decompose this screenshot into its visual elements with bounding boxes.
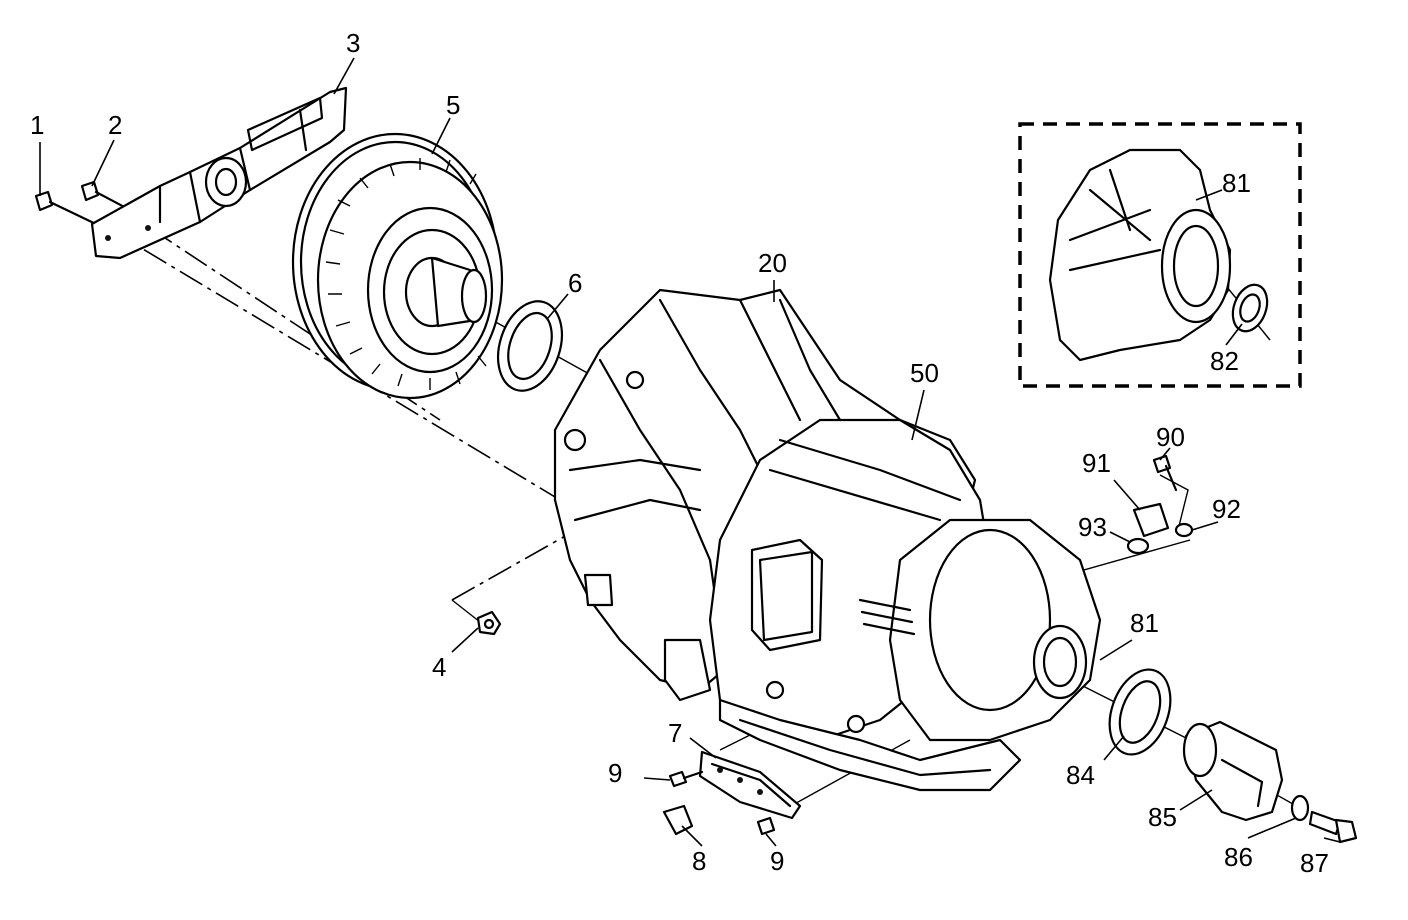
- transmission-case: [553, 288, 1102, 792]
- yoke-85: [1182, 720, 1284, 822]
- torque-converter-5: [291, 132, 504, 400]
- leader-lines: [39, 57, 1341, 847]
- nut-4: [476, 610, 502, 636]
- bolt-9-left: [668, 770, 704, 788]
- callout-6: 6: [568, 268, 582, 298]
- bolt-9-right: [756, 816, 776, 836]
- bracket-3: [90, 86, 348, 260]
- seal-84: [1108, 668, 1172, 756]
- callout-92: 92: [1212, 494, 1241, 524]
- callout-20: 20: [758, 248, 787, 278]
- callout-3: 3: [346, 28, 360, 58]
- callout-87: 87: [1300, 848, 1329, 878]
- callout-9-right: 9: [770, 846, 784, 876]
- bolt-87: [1308, 810, 1358, 844]
- callout-93: 93: [1078, 512, 1107, 542]
- sensor-7: [698, 750, 802, 820]
- sensor-assembly-90-93: [1126, 454, 1194, 555]
- seal-6: [497, 300, 563, 392]
- extension-housing-81-inset: [1048, 148, 1232, 362]
- clip-8: [662, 804, 694, 836]
- bolt-1: [34, 190, 102, 228]
- callout-86: 86: [1224, 842, 1253, 872]
- callout-90: 90: [1156, 422, 1185, 452]
- callout-82: 82: [1210, 346, 1239, 376]
- callout-91: 91: [1082, 448, 1111, 478]
- callout-9-left: 9: [608, 758, 622, 788]
- callout-5: 5: [446, 90, 460, 120]
- seal-82-inset: [1231, 283, 1269, 333]
- callout-8: 8: [692, 846, 706, 876]
- callout-81-inset: 81: [1222, 168, 1251, 198]
- callouts: 1 2 3 5 6 4 20 50 81 82 90 91 92 93 81 8…: [30, 28, 1329, 878]
- callout-4: 4: [432, 652, 446, 682]
- callout-84: 84: [1066, 760, 1095, 790]
- inset-box: [1018, 122, 1302, 388]
- callout-81: 81: [1130, 608, 1159, 638]
- callout-85: 85: [1148, 802, 1177, 832]
- callout-1: 1: [30, 110, 44, 140]
- callout-50: 50: [910, 358, 939, 388]
- washer-86: [1290, 794, 1310, 822]
- callout-7: 7: [668, 718, 682, 748]
- callout-2: 2: [108, 110, 122, 140]
